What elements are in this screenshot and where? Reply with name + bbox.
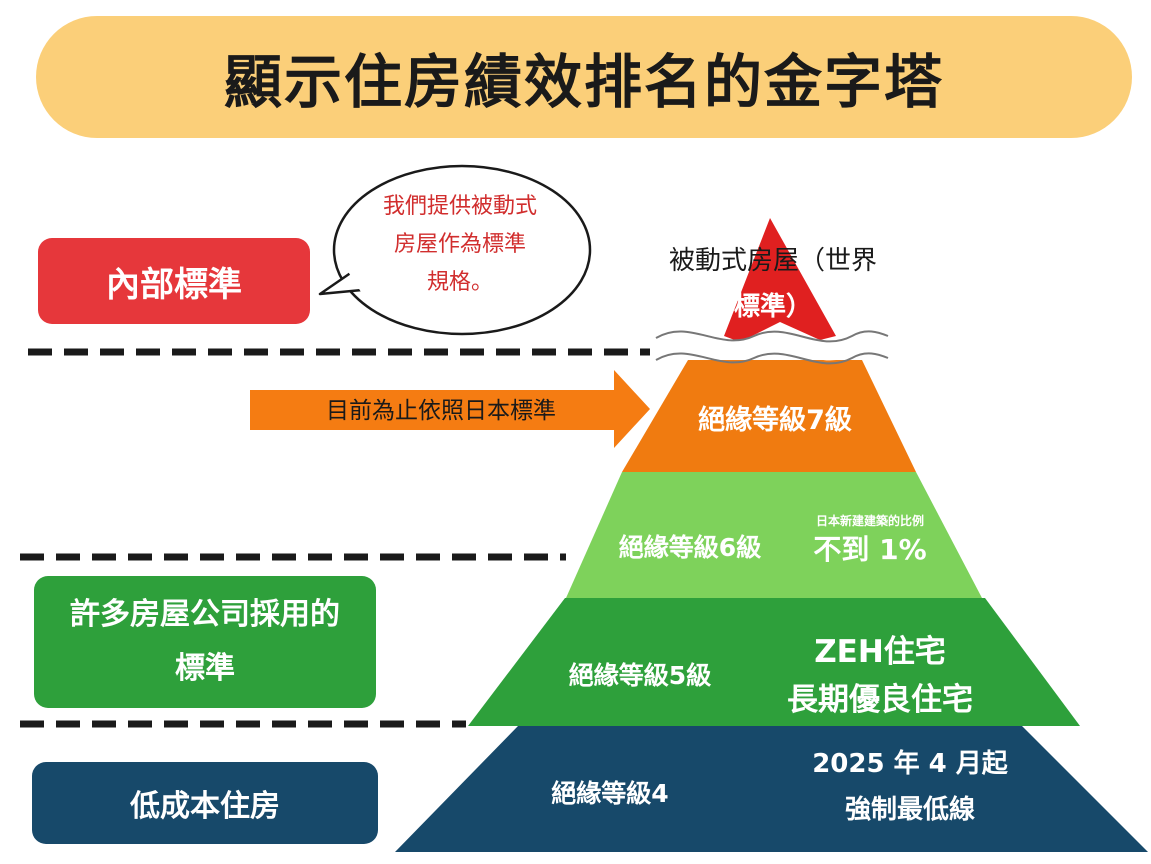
grade6-note-small: 日本新建建築的比例 xyxy=(815,513,924,528)
grade4-note: 2025 年 4 月起 強制最低線 xyxy=(780,742,1040,832)
tier-grade5 xyxy=(468,598,1080,726)
housing-companies-line2: 標準 xyxy=(175,651,235,686)
break-outline xyxy=(655,330,889,343)
tier-peak xyxy=(724,218,836,342)
tier-grade7 xyxy=(622,360,916,472)
grade6-label: 絕緣等級6級 xyxy=(618,533,762,562)
peak-line1: 被動式房屋（世界 xyxy=(668,246,877,276)
speech-bubble xyxy=(332,164,592,336)
speech-bubble-text: 我們提供被動式 房屋作為標準 規格。 xyxy=(360,188,560,302)
grade5-note-line1: ZEH住宅 xyxy=(814,634,946,670)
housing-companies-label: 許多房屋公司採用的 標準 xyxy=(34,576,376,708)
break-outline-2 xyxy=(655,352,889,365)
arrow-label: 目前為止依照日本標準 xyxy=(326,398,556,424)
tier-grade4 xyxy=(395,726,1148,852)
grade7-label: 絕緣等級7級 xyxy=(698,404,852,436)
internal-standard-label: 內部標準 xyxy=(38,238,310,324)
grade5-note-line2: 長期優良住宅 xyxy=(787,682,973,718)
grade4-note-line2: 強制最低線 xyxy=(844,795,975,825)
grade5-label: 絕緣等級5級 xyxy=(568,661,712,690)
tier-grade6 xyxy=(566,472,982,598)
grade4-note-line1: 2025 年 4 月起 xyxy=(812,749,1008,779)
peak-label: 被動式房屋（世界 標準） xyxy=(648,238,898,330)
page-title: 顯示住房績效排名的金字塔 xyxy=(223,48,944,116)
bubble-line1: 我們提供被動式 xyxy=(382,194,537,219)
grade4-label: 絕緣等級4 xyxy=(551,779,669,808)
speech-bubble-tail xyxy=(318,270,363,296)
low-cost-housing-label: 低成本住房 xyxy=(32,762,378,844)
grade5-note: ZEH住宅 長期優良住宅 xyxy=(760,624,1000,728)
break-line-2 xyxy=(654,344,890,361)
grade6-note-big: 不到 1% xyxy=(813,533,927,566)
peak-line2: 標準） xyxy=(733,292,812,322)
title-banner: 顯示住房績效排名的金字塔 xyxy=(36,16,1132,138)
arrow-icon xyxy=(250,370,650,448)
break-line xyxy=(653,331,890,350)
bubble-line2: 房屋作為標準 xyxy=(393,232,526,257)
bubble-line3: 規格。 xyxy=(426,270,493,295)
housing-companies-line1: 許多房屋公司採用的 xyxy=(70,597,340,632)
